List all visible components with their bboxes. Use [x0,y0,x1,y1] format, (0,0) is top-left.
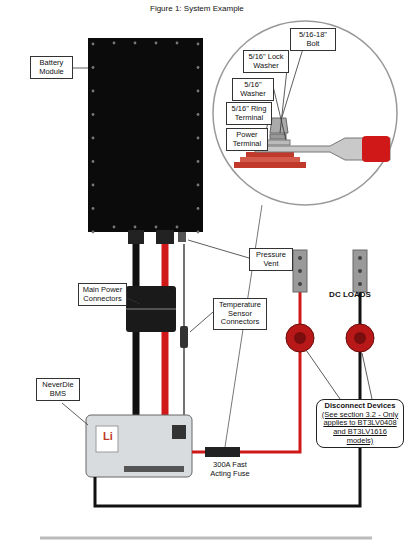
callout-text: Battery Module [33,59,70,76]
callout-text: 5/16" Lock Washer [246,53,286,70]
bolt-dot [197,231,200,234]
callout-text: Main Power Connectors [81,286,124,303]
bms-logo-panel [96,426,118,452]
bolt-dot [155,226,158,229]
connector-seam [126,308,176,310]
bms-logo: Li [99,430,117,443]
load-label: DC LOADS [320,290,380,299]
callout-box: Temperature Sensor Connectors [213,298,267,330]
callout-text: 5/16" Washer [235,81,271,98]
bolt-dot [92,207,95,210]
callout-text: 5/16-18" Bolt [293,31,333,48]
callout-text: Disconnect Devices [319,402,401,411]
bms-housing [86,415,192,477]
callout-box: Pressure Vent [249,248,293,271]
callout-text: NeverDie BMS [39,381,77,398]
bus-bar-holes [298,256,362,286]
main-power-connector [126,286,176,332]
callout-box: Main Power Connectors [78,283,127,306]
disconnect-switch [286,324,374,352]
outlet [128,230,144,244]
bolt-dot [197,160,200,163]
leader-lines [62,42,372,425]
battery-bolts [92,42,200,234]
fuse-label: 300A Fast Acting Fuse [204,461,256,478]
bolt-dot [92,90,95,93]
callout-box: Power Terminal [226,128,268,151]
bolt-dot [155,42,158,45]
bolt-dot [92,113,95,116]
callout-text: Temperature Sensor Connectors [216,301,264,327]
detail-inset [213,21,397,205]
bms-led [172,425,186,439]
bms-label-strip [124,466,184,472]
bolt-dot [197,113,200,116]
callout-box: 5/16" Washer [232,78,274,101]
bolt-dot [92,43,95,46]
bolt-dot [92,184,95,187]
bolt-dot [113,42,116,45]
callout-text: 5/16" Ring Terminal [229,105,269,122]
bus-bar [293,250,307,292]
bolt-dot [134,42,137,45]
bolt-dot [197,184,200,187]
outlet [156,230,174,244]
red-wire [299,292,302,324]
callout-text: Power Terminal [229,131,265,148]
bolt-dot [197,43,200,46]
fuse [205,447,240,457]
figure-title: Figure 1: System Example [150,4,244,13]
bolt-dot [92,66,95,69]
page-rule [40,537,372,540]
bolt-dot [176,226,179,229]
callout-rounded-box: Disconnect Devices(See section 3.2 - Onl… [316,399,404,448]
callout-box: 5/16" Ring Terminal [226,102,272,125]
callout-box: 5/16" Lock Washer [243,50,289,73]
bolt-dot [197,66,200,69]
battery-module [88,38,203,232]
callout-text: Pressure Vent [252,251,290,268]
bus-bar [353,250,367,292]
bolt-dot [92,137,95,140]
callout-note: (See section 3.2 - Only applies to BT3LV… [319,411,401,446]
temperature-connector [180,326,188,348]
bolt-dot [197,90,200,93]
bolt-dot [92,160,95,163]
pressure-vent [178,232,186,242]
bolt-dot [176,42,179,45]
bolt-dot [197,137,200,140]
bolt-dot [134,226,137,229]
red-wire [192,352,300,452]
callout-box: Battery Module [30,56,73,79]
bolt-dot [113,226,116,229]
bolt-dot [197,207,200,210]
bolt-dot [92,231,95,234]
callout-box: 5/16-18" Bolt [290,28,336,51]
callout-box: NeverDie BMS [36,378,80,401]
